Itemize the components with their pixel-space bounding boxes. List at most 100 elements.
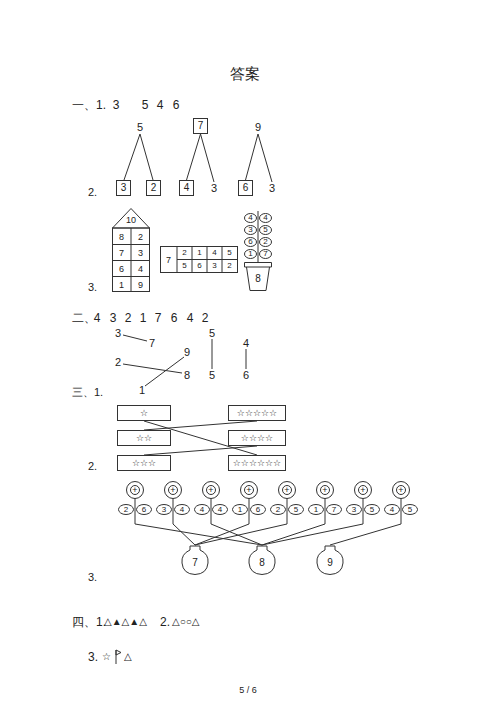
node-text: 5: [402, 506, 418, 514]
match-line: [187, 134, 201, 180]
flower-stem: [211, 498, 212, 524]
node-text: 4: [212, 506, 228, 514]
node-text: 6: [136, 506, 152, 514]
question-number: 二、: [72, 312, 96, 324]
leaf-outline: [245, 226, 257, 235]
flower-stem: [363, 498, 364, 524]
match-line: [145, 357, 184, 386]
node-text: +: [117, 486, 153, 495]
flower-shape: +17: [307, 480, 343, 524]
node-text: 4: [174, 506, 190, 514]
vase-shape: 7: [180, 545, 210, 575]
flower-shape: +35: [345, 480, 381, 524]
node-text: 4: [194, 506, 210, 514]
branch-line: [201, 134, 215, 182]
leaf-outline: [233, 505, 248, 515]
table-cell: 6: [119, 264, 124, 273]
vase-shape: 9: [315, 545, 345, 575]
node-text: ☆☆: [118, 434, 170, 443]
star-box: ☆: [117, 405, 171, 421]
leaf-outline: [347, 505, 362, 515]
node-text: 9: [315, 558, 345, 568]
table-cell: 3: [138, 248, 143, 257]
node-text: 1: [244, 250, 257, 258]
match-line: [144, 421, 257, 455]
leaf-outline: [175, 505, 190, 515]
star-box: ☆☆: [117, 430, 171, 446]
node-text: 5: [364, 506, 380, 514]
node-text: 3: [156, 506, 172, 514]
star-box: ☆☆☆☆☆: [228, 405, 286, 421]
table-cell: 9: [138, 280, 143, 289]
branch-line: [246, 134, 259, 180]
node-text: +: [345, 486, 381, 495]
node-text: 6: [239, 183, 252, 193]
answer-number: 9: [255, 122, 261, 133]
match-line: [135, 524, 262, 545]
star-box: ☆☆☆: [117, 455, 171, 471]
leaf-outline: [260, 250, 272, 259]
match-line: [330, 524, 401, 545]
leaf-shape: 1: [308, 504, 324, 515]
page-title: 答案: [230, 66, 260, 81]
leaf-outline: [260, 226, 272, 235]
leaf-shape: 4: [212, 504, 228, 515]
node-text: ☆☆☆☆☆☆: [229, 459, 285, 468]
branch-line: [124, 134, 140, 180]
match-line: [123, 335, 147, 341]
question-number: 一、1.: [72, 99, 106, 111]
answer-number: 2: [125, 312, 132, 324]
answer-number: 6: [173, 99, 180, 111]
shape-symbols: △○○△: [172, 617, 199, 627]
shape-symbols: ☆: [102, 652, 111, 662]
answer-number: 7: [155, 312, 162, 324]
leaf-shape: 7: [326, 504, 342, 515]
number-box: 6: [238, 180, 253, 196]
leaf-shape: 4: [244, 213, 257, 223]
leaf-shape: 2: [118, 504, 134, 515]
leaf-outline: [327, 505, 342, 515]
match-line: [144, 421, 257, 430]
node-text: 5: [288, 506, 304, 514]
vase-shape: 8: [247, 545, 277, 575]
answer-number: 5: [209, 370, 215, 381]
table-cell: 1: [119, 280, 124, 289]
leaf-shape: 4: [384, 504, 400, 515]
match-line: [144, 446, 257, 455]
node-text: +: [231, 486, 267, 495]
leaf-outline: [365, 505, 380, 515]
leaf-outline: [119, 505, 134, 515]
table-cell: 7: [166, 255, 171, 264]
leaf-outline: [245, 250, 257, 259]
house-shape: 10: [112, 208, 150, 292]
leaf-shape: 4: [259, 213, 272, 223]
leaf-shape: 6: [250, 504, 266, 515]
flower-stem: [173, 498, 174, 524]
answer-number: 3: [113, 99, 120, 111]
question-number: 3.: [88, 572, 97, 583]
node-text: 6: [250, 506, 266, 514]
node-text: 2: [270, 506, 286, 514]
leaf-outline: [195, 505, 210, 515]
shape-symbols: △▲△▲△: [104, 617, 147, 627]
answer-number: 1: [140, 312, 147, 324]
answer-number: 3: [110, 312, 117, 324]
table-cell: 6: [197, 262, 201, 270]
number-box: 3: [116, 180, 131, 196]
node-text: 8: [244, 274, 272, 284]
leaf-shape: 5: [259, 225, 272, 235]
leaf-outline: [260, 214, 272, 223]
leaf-outline: [157, 505, 172, 515]
node-text: 3: [117, 183, 130, 193]
leaf-outline: [385, 505, 400, 515]
leaf-shape: 3: [346, 504, 362, 515]
match-line: [195, 524, 249, 545]
flower-shape: +34: [155, 480, 191, 524]
answer-number: 9: [184, 347, 190, 358]
match-line: [262, 524, 363, 545]
leaf-outline: [245, 214, 257, 223]
table-cell: 3: [212, 262, 216, 270]
answer-number: 5: [137, 122, 143, 133]
